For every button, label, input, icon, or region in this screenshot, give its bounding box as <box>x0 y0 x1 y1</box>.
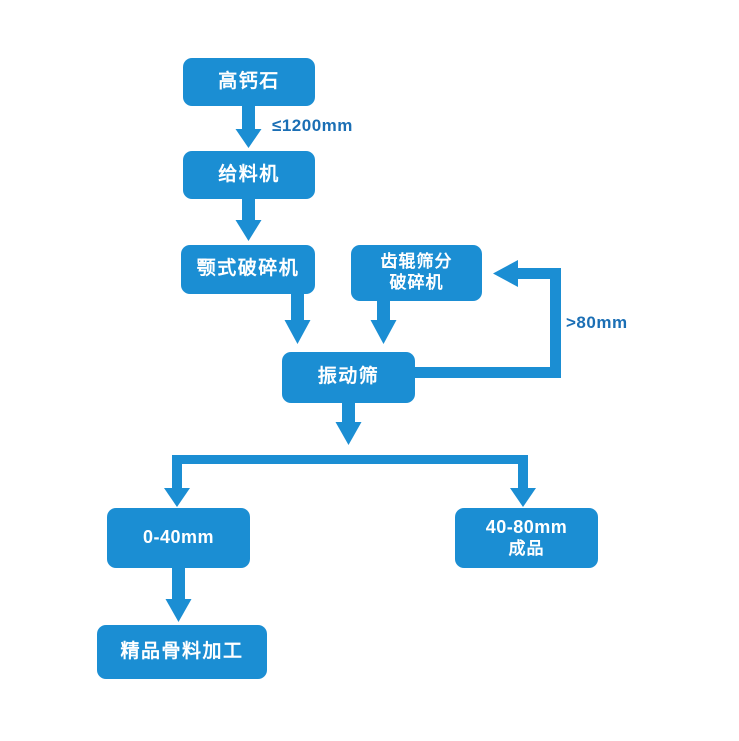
node-jaw-crusher-label: 颚式破碎机 <box>196 258 300 280</box>
arrow-screen-to-split <box>335 402 362 445</box>
node-product-40-80mm-label-line1: 40-80mm <box>485 516 568 537</box>
edge-label-oversize-return: >80mm <box>566 313 628 332</box>
arrow-roller-to-screen <box>370 300 397 344</box>
node-roller-crusher-label-line1: 齿辊筛分 <box>380 252 453 272</box>
node-jaw-crusher[interactable]: 颚式破碎机 <box>181 245 315 294</box>
node-raw-material-label: 高钙石 <box>218 70 280 92</box>
edge-label-feed-size: ≤1200mm <box>272 116 353 135</box>
node-vibrating-screen[interactable]: 振动筛 <box>282 352 415 403</box>
node-roller-crusher-label-line2: 破碎机 <box>389 273 444 292</box>
node-feeder-label: 给料机 <box>218 163 280 185</box>
node-product-0-40mm[interactable]: 0-40mm <box>107 508 250 568</box>
node-feeder[interactable]: 给料机 <box>183 151 315 199</box>
node-vibrating-screen-label: 振动筛 <box>317 366 380 388</box>
arrow-raw-to-feeder <box>235 105 262 148</box>
node-fine-aggregate[interactable]: 精品骨料加工 <box>97 625 267 679</box>
split-connector-products <box>164 455 536 507</box>
arrow-product-to-fine-aggregate <box>165 567 192 622</box>
node-product-0-40mm-label: 0-40mm <box>142 527 215 548</box>
arrow-screen-oversize-return <box>415 260 561 378</box>
node-fine-aggregate-label: 精品骨料加工 <box>120 640 244 662</box>
node-product-40-80mm[interactable]: 40-80mm 成品 <box>455 508 598 568</box>
node-raw-material[interactable]: 高钙石 <box>183 58 315 106</box>
arrow-jaw-to-screen <box>284 293 311 344</box>
node-product-40-80mm-label-line2: 成品 <box>508 538 545 558</box>
node-roller-crusher[interactable]: 齿辊筛分 破碎机 <box>351 245 482 301</box>
arrow-feeder-to-jaw <box>235 198 262 241</box>
